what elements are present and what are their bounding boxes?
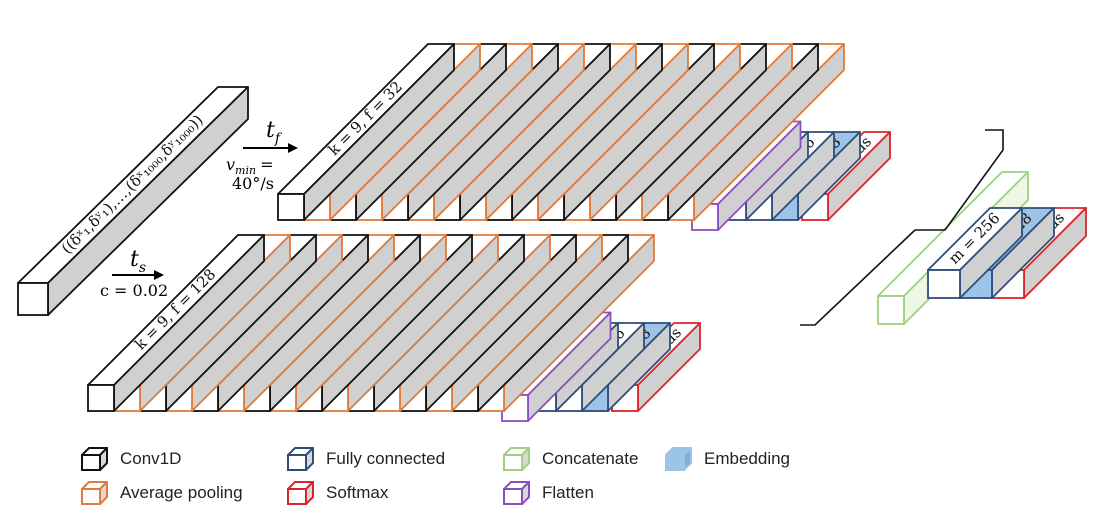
legend-item-softmax: Softmax: [286, 480, 388, 506]
legend-label-embedding: Embedding: [704, 449, 791, 468]
legend-item-pool: Average pooling: [80, 480, 243, 506]
top-cond-eq: =: [260, 155, 273, 174]
conv-legend-icon: [81, 447, 108, 471]
top-cond-sub: min: [235, 164, 256, 177]
legend-label-conv: Conv1D: [120, 449, 182, 468]
legend-item-embedding: Embedding: [664, 446, 790, 472]
softmax-legend-icon: [287, 481, 314, 505]
legend-item-fc: Fully connected: [286, 446, 445, 472]
top-cond-v: v: [226, 155, 235, 174]
top-arrow-sub: f: [274, 131, 283, 147]
bottom-cond: c = 0.02: [100, 281, 168, 300]
input-label: ((δˣ₁,δʸ₁),…,(δˣ₁₀₀₀,δʸ₁₀₀₀)): [58, 111, 207, 257]
top-arrow-label: t: [266, 118, 275, 143]
top-branch-arrowhead: [288, 143, 298, 153]
fc-legend-icon: [287, 447, 314, 471]
annotations: tf vmin= 40°/s ts c = 0.02: [100, 118, 1004, 326]
bottom-to-concat-connector: [800, 229, 916, 326]
svg-text:vmin=: vmin =: [226, 155, 274, 177]
flatten-legend-icon: [503, 481, 530, 505]
top-to-concat-connector: [915, 129, 1004, 231]
top-cond-line2: 40°/s: [232, 174, 274, 193]
legend-item-flatten: Flatten: [502, 480, 594, 506]
legend-label-pool: Average pooling: [120, 483, 243, 502]
bottom-arrow-sub: s: [139, 260, 146, 276]
pool-legend-icon: [81, 481, 108, 505]
bottom-branch-arrowhead: [154, 270, 164, 280]
legend-label-softmax: Softmax: [326, 483, 389, 502]
legend-label-concat: Concatenate: [542, 449, 639, 468]
legend-item-conv: Conv1D: [80, 446, 181, 472]
embedding-legend-icon: [665, 447, 692, 471]
legend-label-fc: Fully connected: [326, 449, 446, 468]
bottom-arrow-label: t: [130, 247, 139, 272]
legend-item-concat: Concatenate: [502, 446, 638, 472]
legend-label-flatten: Flatten: [542, 483, 594, 502]
svg-text:ts: ts: [130, 247, 146, 276]
concat-legend-icon: [503, 447, 530, 471]
svg-text:tf: tf: [266, 118, 283, 147]
